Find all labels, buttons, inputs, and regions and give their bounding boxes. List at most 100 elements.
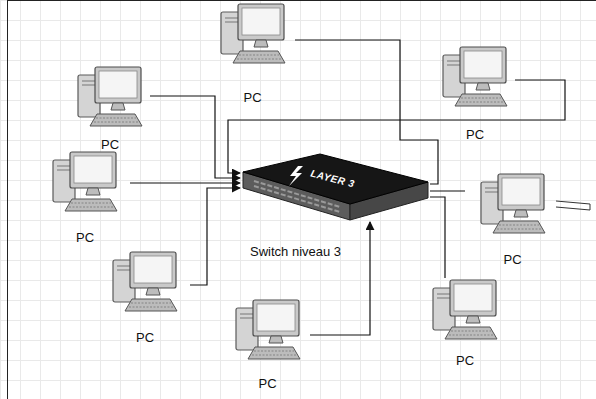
pc-drawing bbox=[443, 47, 507, 106]
pc-keys bbox=[499, 225, 539, 226]
pc-icon bbox=[40, 150, 130, 214]
pc-drawing bbox=[433, 280, 497, 339]
pc-node: PC bbox=[40, 150, 130, 246]
pc-tower-slot bbox=[57, 166, 70, 167]
pc-monitor bbox=[130, 252, 176, 288]
pc-keys bbox=[497, 229, 541, 230]
pc-screen bbox=[134, 256, 172, 283]
pc-node: PC bbox=[420, 278, 510, 369]
pc-tower-slot bbox=[447, 61, 460, 62]
pc-label: PC bbox=[40, 230, 130, 245]
pc-keyboard bbox=[493, 221, 545, 233]
pc-drawing bbox=[113, 252, 177, 311]
pc-keyboard bbox=[455, 94, 507, 106]
pc-keys bbox=[129, 307, 173, 308]
frame-line bbox=[7, 0, 8, 399]
pc-icon bbox=[100, 250, 190, 314]
switch-icon bbox=[240, 152, 430, 222]
pc-label: PC bbox=[70, 137, 150, 152]
pc-label: PC bbox=[225, 376, 310, 391]
pc-keyboard bbox=[90, 114, 142, 126]
layer3-switch: LAYER 3Switch niveau 3 bbox=[240, 152, 430, 222]
pc-keys bbox=[69, 207, 113, 208]
pc-keys bbox=[461, 98, 501, 99]
pc-label: PC bbox=[210, 90, 295, 105]
pc-keyboard bbox=[65, 199, 117, 211]
pc-stand bbox=[514, 210, 528, 217]
pc-keys bbox=[94, 122, 138, 123]
pc-label: PC bbox=[420, 353, 510, 368]
network-link bbox=[310, 222, 370, 335]
pc-tower-slot bbox=[82, 81, 95, 82]
lightning-symbol bbox=[289, 166, 303, 186]
pc-label: PC bbox=[100, 330, 190, 345]
pc-drawing bbox=[236, 300, 300, 359]
pc-tower-slot bbox=[117, 270, 130, 271]
cable-line bbox=[556, 207, 590, 210]
pc-tower-slot bbox=[485, 192, 498, 193]
pc-tower-slot bbox=[437, 298, 450, 299]
pc-node: PC bbox=[100, 250, 190, 346]
pc-monitor bbox=[498, 174, 544, 210]
pc-monitor bbox=[460, 47, 506, 83]
pc-stand bbox=[269, 336, 283, 343]
network-link bbox=[430, 197, 445, 278]
pc-node: PC bbox=[465, 172, 560, 268]
pc-stand bbox=[466, 316, 480, 323]
pc-tower-slot bbox=[225, 22, 238, 23]
cable-line bbox=[556, 201, 590, 204]
pc-keyboard bbox=[445, 327, 497, 339]
pc-keys bbox=[252, 355, 296, 356]
pc-monitor bbox=[450, 280, 496, 316]
pc-tower-slot bbox=[57, 170, 70, 171]
pc-screen bbox=[74, 156, 112, 183]
frame-line bbox=[7, 0, 596, 1]
pc-drawing bbox=[481, 174, 545, 233]
pc-monitor bbox=[253, 300, 299, 336]
pc-label: PC bbox=[465, 252, 560, 267]
pc-icon bbox=[210, 2, 295, 66]
pc-tower-slot bbox=[117, 266, 130, 267]
pc-screen bbox=[464, 51, 502, 78]
switch-caption: Switch niveau 3 bbox=[250, 244, 341, 259]
pc-icon bbox=[420, 278, 510, 342]
pc-stand bbox=[476, 83, 490, 90]
pc-stand bbox=[146, 288, 160, 295]
pc-label: PC bbox=[435, 127, 515, 142]
pc-icon bbox=[465, 172, 560, 236]
pc-keyboard bbox=[233, 51, 285, 63]
pc-keyboard bbox=[248, 347, 300, 359]
pc-tower-slot bbox=[485, 188, 498, 189]
pc-screen bbox=[502, 178, 540, 205]
pc-keyboard bbox=[125, 299, 177, 311]
pc-node: PC bbox=[70, 65, 150, 153]
pc-screen bbox=[99, 71, 137, 98]
pc-tower-slot bbox=[225, 18, 238, 19]
pc-monitor bbox=[70, 152, 116, 188]
pc-keys bbox=[254, 351, 294, 352]
network-link bbox=[190, 188, 240, 285]
pc-tower-slot bbox=[240, 314, 253, 315]
pc-stand bbox=[111, 103, 125, 110]
pc-tower-slot bbox=[240, 318, 253, 319]
network-link bbox=[150, 96, 240, 178]
pc-drawing bbox=[53, 152, 117, 211]
pc-stand bbox=[86, 188, 100, 195]
pc-screen bbox=[454, 284, 492, 311]
pc-icon bbox=[70, 65, 150, 129]
pc-keys bbox=[239, 55, 279, 56]
pc-node: PC bbox=[210, 2, 295, 106]
pc-keys bbox=[449, 335, 493, 336]
network-link bbox=[130, 182, 240, 183]
pc-keys bbox=[451, 331, 491, 332]
pc-keys bbox=[96, 118, 136, 119]
pc-screen bbox=[257, 304, 295, 331]
pc-monitor bbox=[238, 4, 284, 40]
pc-tower-slot bbox=[82, 85, 95, 86]
pc-tower-slot bbox=[437, 294, 450, 295]
pc-keys bbox=[237, 59, 281, 60]
pc-icon bbox=[225, 298, 310, 362]
pc-keys bbox=[459, 102, 503, 103]
pc-keys bbox=[71, 203, 111, 204]
